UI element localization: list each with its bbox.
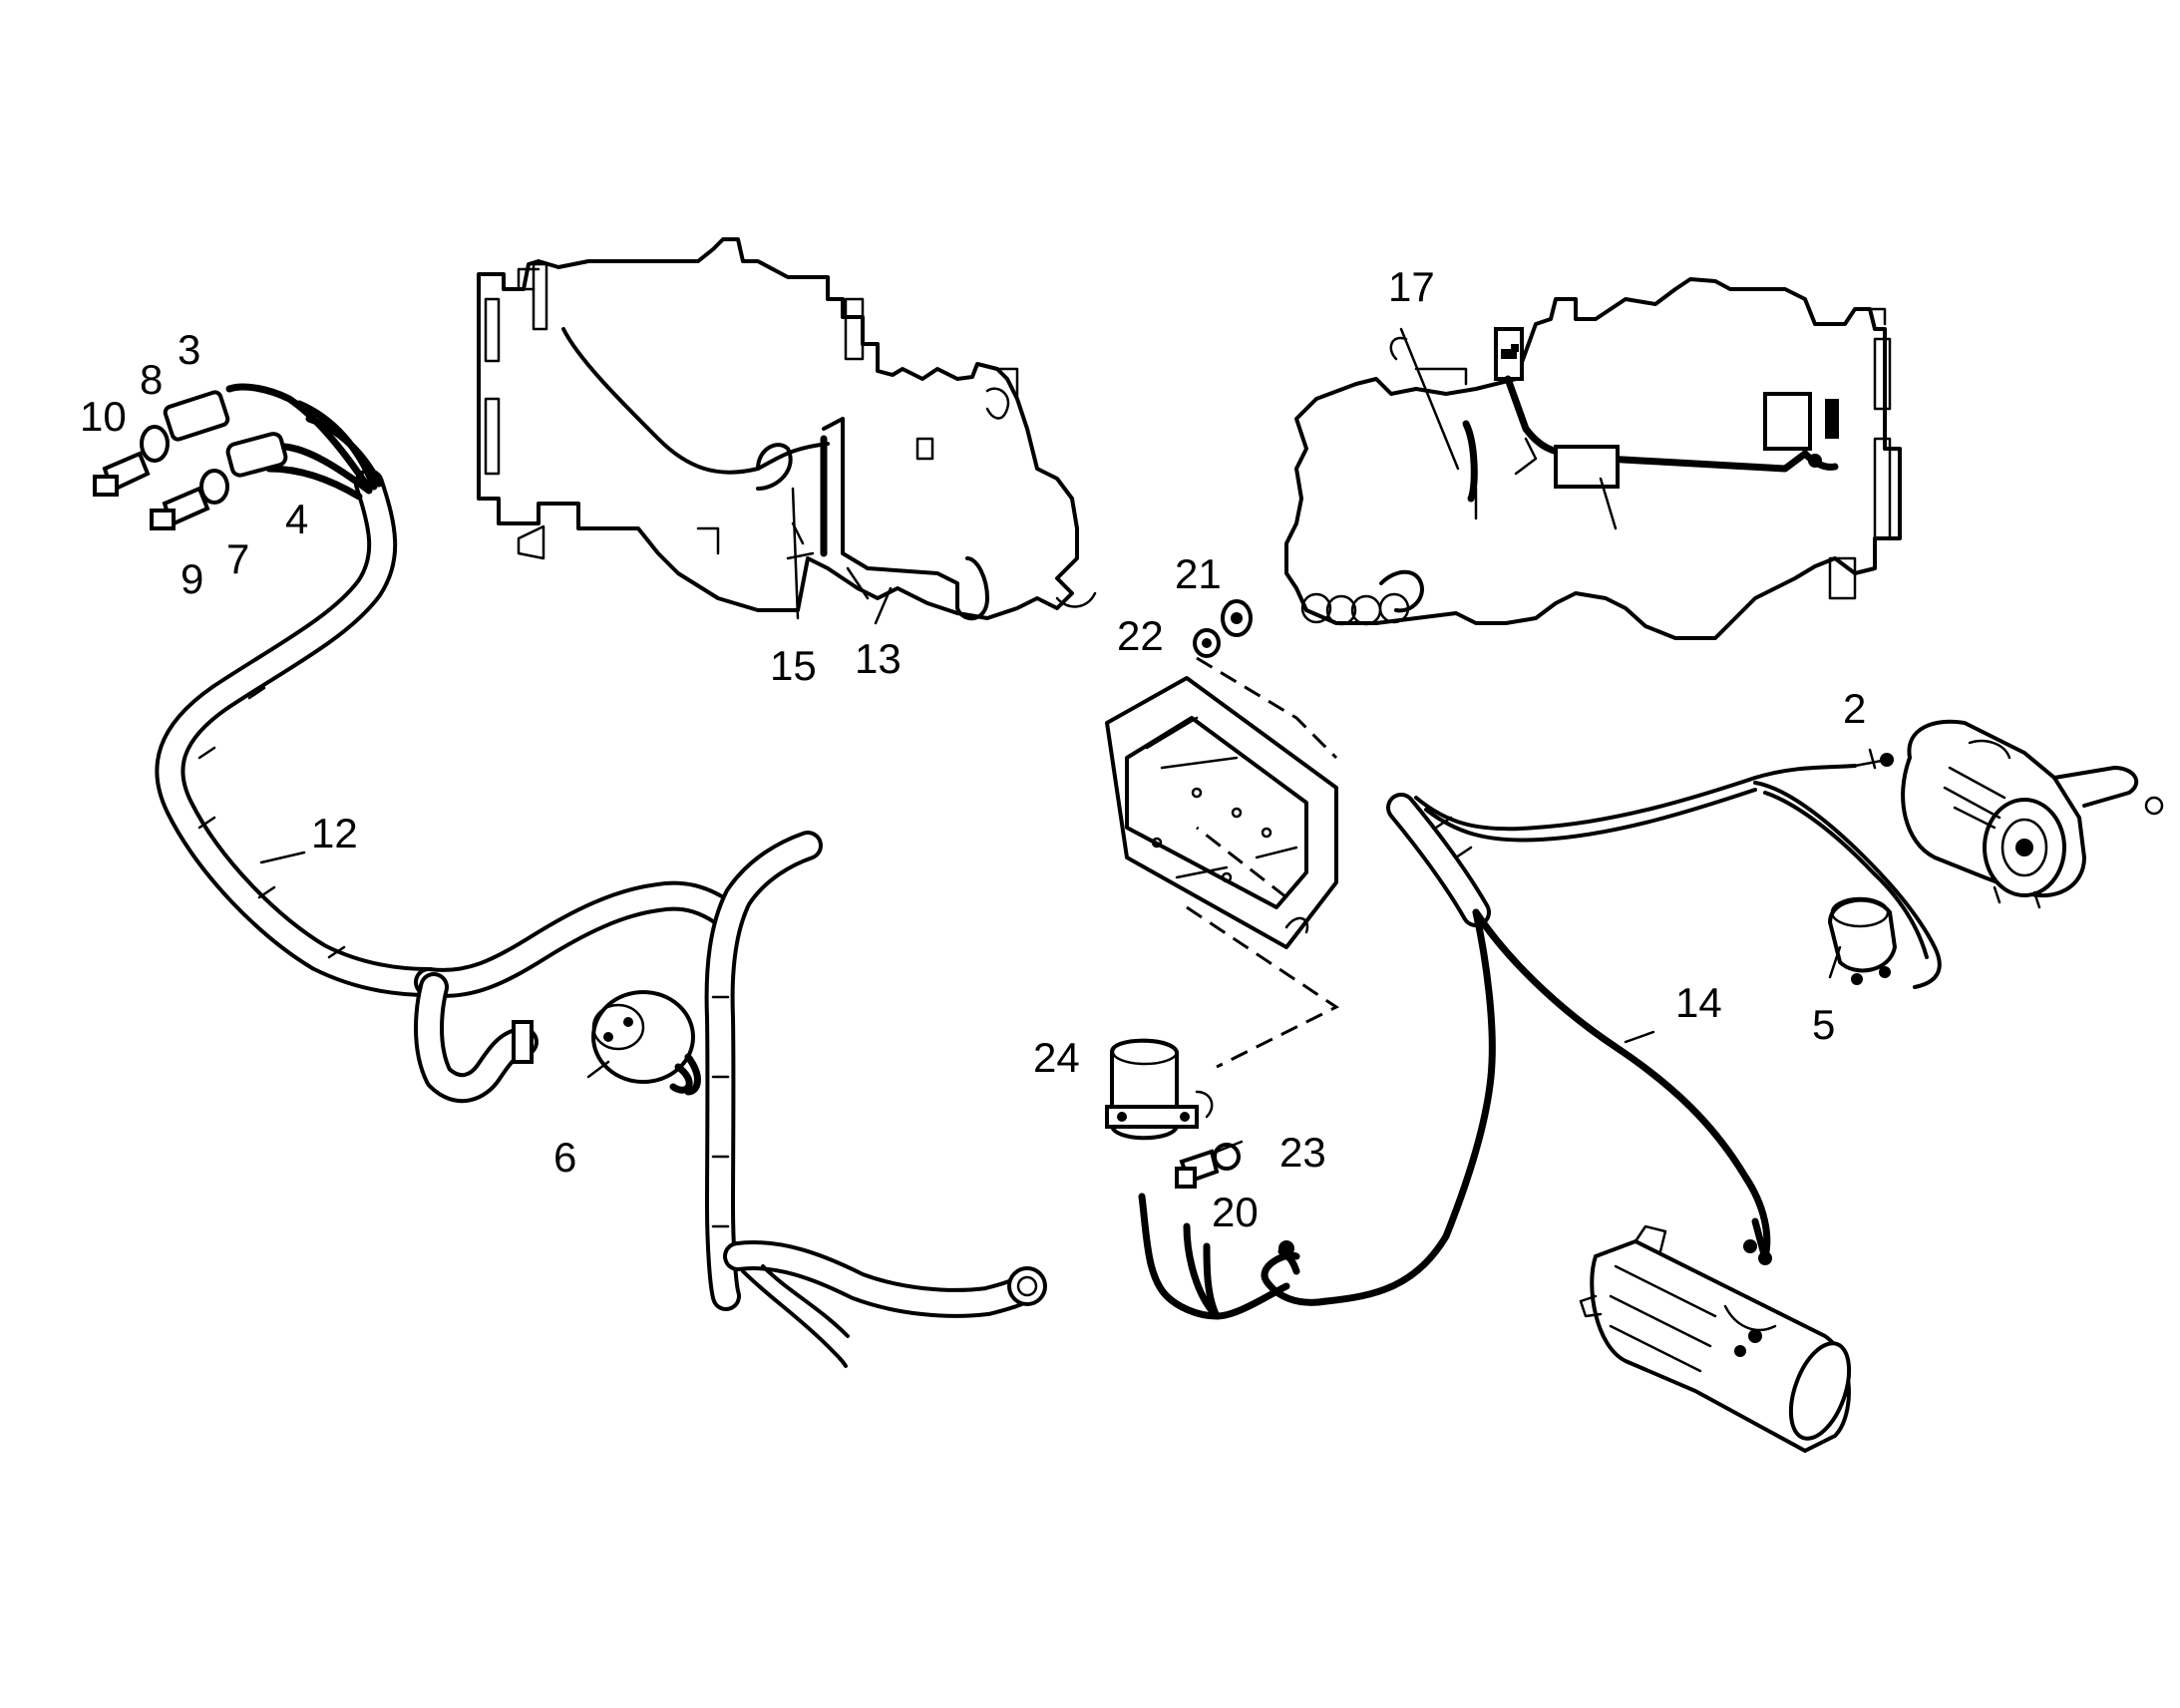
part-5-sender [1827, 896, 1898, 985]
callout-5: 5 [1812, 1001, 1835, 1048]
part-24-solenoid [1105, 1038, 1214, 1141]
wiring-harness-right [1138, 753, 1942, 1320]
battery-tray [1105, 656, 1339, 1069]
sensor-connectors-group [93, 383, 383, 530]
part-2-alternator [1901, 719, 2164, 909]
callout-9: 9 [181, 555, 203, 602]
callout-labels: 2 3 4 5 6 7 8 9 10 12 13 14 15 17 20 21 … [80, 263, 1866, 1235]
callout-22: 22 [1117, 612, 1164, 659]
callout-23: 23 [1279, 1129, 1326, 1176]
callout-15: 15 [770, 642, 817, 689]
callout-3: 3 [178, 326, 200, 373]
engine-right-view [1284, 277, 1902, 640]
callout-6: 6 [553, 1134, 576, 1181]
part-6-sender [586, 990, 701, 1096]
callout-14: 14 [1675, 979, 1722, 1026]
callout-20: 20 [1212, 1189, 1259, 1235]
callout-4: 4 [285, 496, 308, 542]
callout-2: 2 [1843, 685, 1866, 732]
callout-17: 17 [1388, 263, 1435, 310]
parts-20-23-bolt-washer [1175, 1143, 1241, 1189]
callout-10: 10 [80, 393, 127, 440]
callout-8: 8 [140, 356, 163, 403]
callout-13: 13 [855, 635, 902, 682]
parts-21-22-hardware [1193, 599, 1253, 658]
leader-lines [259, 327, 1877, 1154]
wiring-harness-left [155, 469, 1047, 1368]
callout-12: 12 [311, 810, 358, 856]
callout-7: 7 [226, 535, 249, 582]
starter-motor [1579, 1224, 1852, 1454]
callout-24: 24 [1033, 1034, 1080, 1081]
callout-21: 21 [1175, 550, 1222, 597]
engine-left-view [477, 237, 1097, 621]
